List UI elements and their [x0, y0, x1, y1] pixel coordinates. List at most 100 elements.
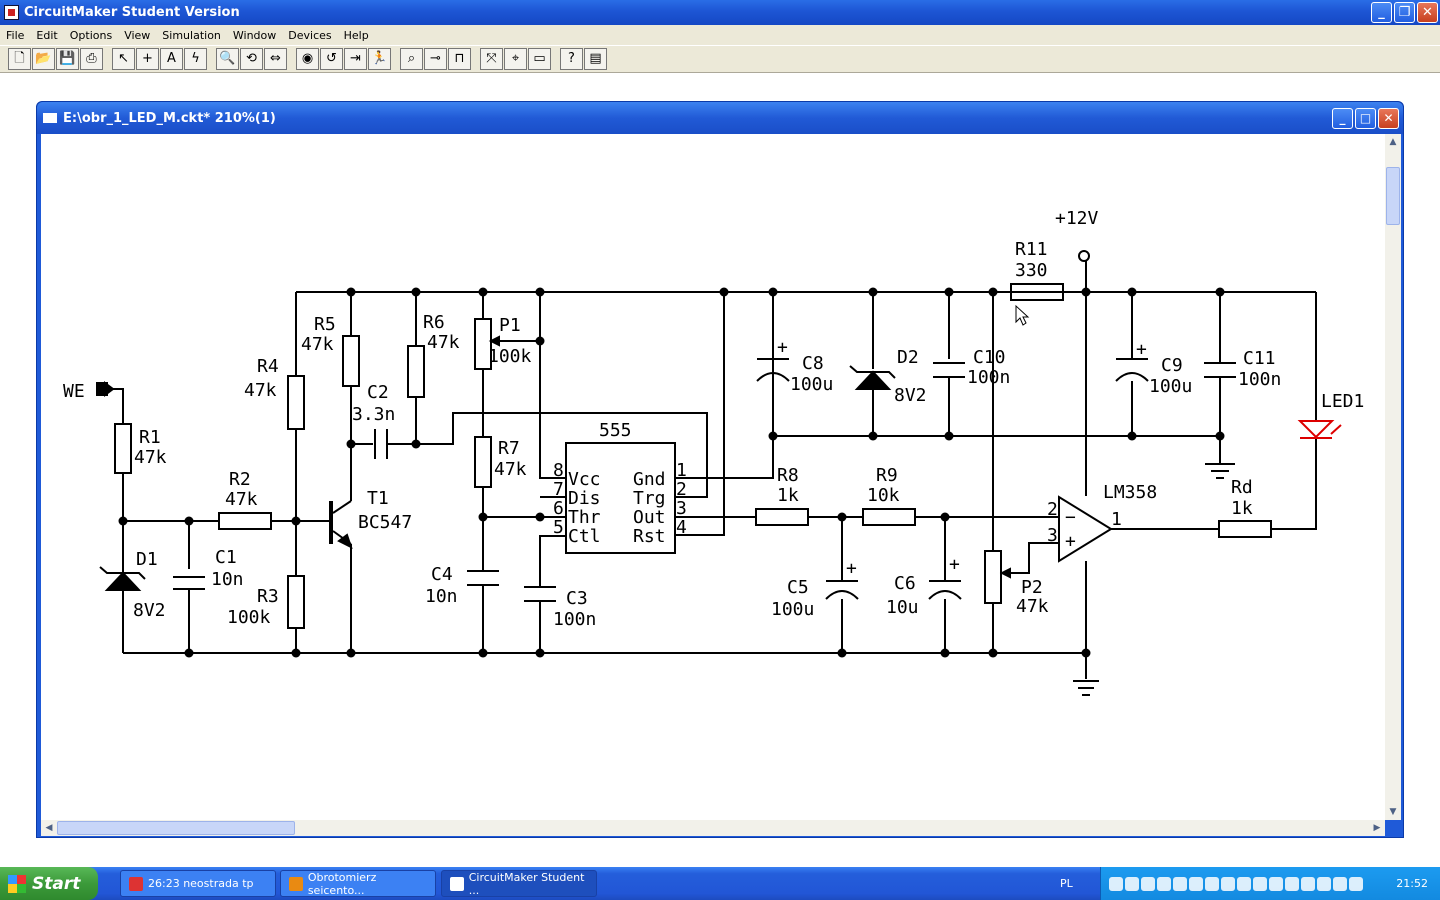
- ic-pin-trg: Trg: [633, 488, 666, 509]
- start-label: Start: [32, 873, 81, 894]
- menu-edit[interactable]: Edit: [36, 28, 58, 42]
- arrow-tool-icon[interactable]: ↖: [112, 48, 135, 70]
- tray-icon[interactable]: [1269, 876, 1283, 891]
- menu-window[interactable]: Window: [232, 28, 277, 42]
- expand-icon[interactable]: ⤧: [480, 48, 503, 70]
- task-app-icon: [450, 876, 464, 891]
- p2-name: P2: [1021, 577, 1043, 598]
- zoom-icon[interactable]: 🔍: [216, 48, 239, 70]
- r5-value: 47k: [301, 334, 334, 355]
- run-icon[interactable]: 🏃: [368, 48, 391, 70]
- clipboard-icon[interactable]: ▭: [528, 48, 551, 70]
- r2-name: R2: [229, 469, 251, 490]
- r6-value: 47k: [427, 332, 460, 353]
- supply-label: +12V: [1055, 208, 1099, 229]
- transistor-t1: [329, 500, 353, 549]
- rotate-icon[interactable]: ⟲: [240, 48, 263, 70]
- opamp-plus-sign: +: [1065, 531, 1076, 552]
- scroll-left-icon[interactable]: ◀: [45, 823, 53, 833]
- menu-view[interactable]: View: [124, 28, 151, 42]
- tray-icon[interactable]: [1173, 876, 1187, 891]
- tray-icon[interactable]: [1333, 876, 1347, 891]
- tray-icon[interactable]: [1301, 876, 1315, 891]
- opamp-pin-2: 2: [1047, 499, 1058, 520]
- digital-sim-icon[interactable]: ◉: [296, 48, 319, 70]
- windows-logo-icon: [8, 874, 26, 893]
- tray-icon[interactable]: [1109, 876, 1123, 891]
- t1-name: T1: [367, 488, 389, 509]
- language-indicator[interactable]: PL: [1060, 877, 1073, 890]
- c4-name: C4: [431, 564, 453, 585]
- scroll-down-icon[interactable]: ▼: [1389, 807, 1397, 817]
- save-icon[interactable]: 💾: [56, 48, 79, 70]
- ic-pin-5: 5: [553, 517, 564, 538]
- vertical-scrollbar[interactable]: ▲ ▼: [1385, 134, 1401, 820]
- c4-value: 10n: [425, 586, 458, 607]
- app-minimize-button[interactable]: _: [1371, 2, 1392, 23]
- menu-help[interactable]: Help: [343, 28, 369, 42]
- taskbar-task-3[interactable]: CircuitMaker Student ...: [441, 870, 597, 897]
- tray-icon[interactable]: [1253, 876, 1267, 891]
- tray-icon[interactable]: [1157, 876, 1171, 891]
- schematic-canvas[interactable]: + + + +: [41, 134, 1385, 820]
- doc-minimize-button[interactable]: _: [1332, 108, 1353, 129]
- c2-name: C2: [367, 382, 389, 403]
- r7-value: 47k: [494, 459, 527, 480]
- system-tray: 21:52: [1100, 867, 1440, 900]
- print-icon[interactable]: ⎙: [80, 48, 103, 70]
- tray-icon[interactable]: [1221, 876, 1235, 891]
- app-restore-button[interactable]: ❐: [1394, 2, 1415, 23]
- tray-icon[interactable]: [1349, 876, 1363, 891]
- tray-icon[interactable]: [1189, 876, 1203, 891]
- opamp-minus-sign: −: [1065, 507, 1076, 528]
- c3-name: C3: [566, 588, 588, 609]
- wire-tool-icon[interactable]: +: [136, 48, 159, 70]
- schematic-window-title: E:\obr_1_LED_M.ckt* 210%(1): [63, 110, 276, 126]
- tray-icon[interactable]: [1285, 876, 1299, 891]
- taskbar-task-2[interactable]: Obrotomierz seicento...: [280, 870, 436, 897]
- menu-options[interactable]: Options: [69, 28, 113, 42]
- ic-555-body: [565, 442, 676, 554]
- taskbar-task-1[interactable]: 26:23 neostrada tp: [120, 870, 276, 897]
- doc-maximize-button[interactable]: □: [1355, 108, 1376, 129]
- tray-icon[interactable]: [1205, 876, 1219, 891]
- help-icon[interactable]: ?: [560, 48, 583, 70]
- opamp-name: LM358: [1103, 482, 1157, 503]
- scroll-up-icon[interactable]: ▲: [1389, 137, 1397, 147]
- probe-tool-icon[interactable]: ϟ: [184, 48, 207, 70]
- p1-value: 100k: [488, 346, 532, 367]
- probe-icon[interactable]: ⊸: [424, 48, 447, 70]
- text-tool-icon[interactable]: A: [160, 48, 183, 70]
- search-icon[interactable]: ⌖: [504, 48, 527, 70]
- color-icon[interactable]: ▤: [584, 48, 607, 70]
- rd-value: 1k: [1231, 498, 1253, 519]
- horizontal-scrollbar[interactable]: ◀ ▶: [41, 820, 1385, 836]
- step-icon[interactable]: ⇥: [344, 48, 367, 70]
- mirror-icon[interactable]: ⇔: [264, 48, 287, 70]
- app-close-button[interactable]: ✕: [1417, 2, 1438, 23]
- vertical-scroll-thumb[interactable]: [1386, 167, 1400, 225]
- tray-icon[interactable]: [1317, 876, 1331, 891]
- new-icon[interactable]: 🗋: [8, 48, 31, 70]
- tray-icon[interactable]: [1125, 876, 1139, 891]
- doc-close-button[interactable]: ✕: [1378, 108, 1399, 129]
- reset-icon[interactable]: ↺: [320, 48, 343, 70]
- scroll-right-icon[interactable]: ▶: [1373, 823, 1381, 833]
- menu-simulation[interactable]: Simulation: [162, 28, 221, 42]
- start-button[interactable]: Start: [0, 867, 98, 900]
- waveform-icon[interactable]: ⊓: [448, 48, 471, 70]
- menu-file[interactable]: File: [6, 28, 25, 42]
- open-icon[interactable]: 📂: [32, 48, 55, 70]
- horizontal-scroll-thumb[interactable]: [57, 821, 295, 835]
- menu-devices[interactable]: Devices: [288, 28, 332, 42]
- p2-arrow: [999, 567, 1011, 579]
- c10-value: 100n: [967, 367, 1010, 388]
- tray-icon[interactable]: [1141, 876, 1155, 891]
- tray-icon[interactable]: [1237, 876, 1251, 891]
- ic-pin-6: 6: [553, 498, 564, 519]
- trace-icon[interactable]: ⌕: [400, 48, 423, 70]
- ic-pin-thr: Thr: [568, 507, 601, 528]
- resistors: [114, 283, 1272, 629]
